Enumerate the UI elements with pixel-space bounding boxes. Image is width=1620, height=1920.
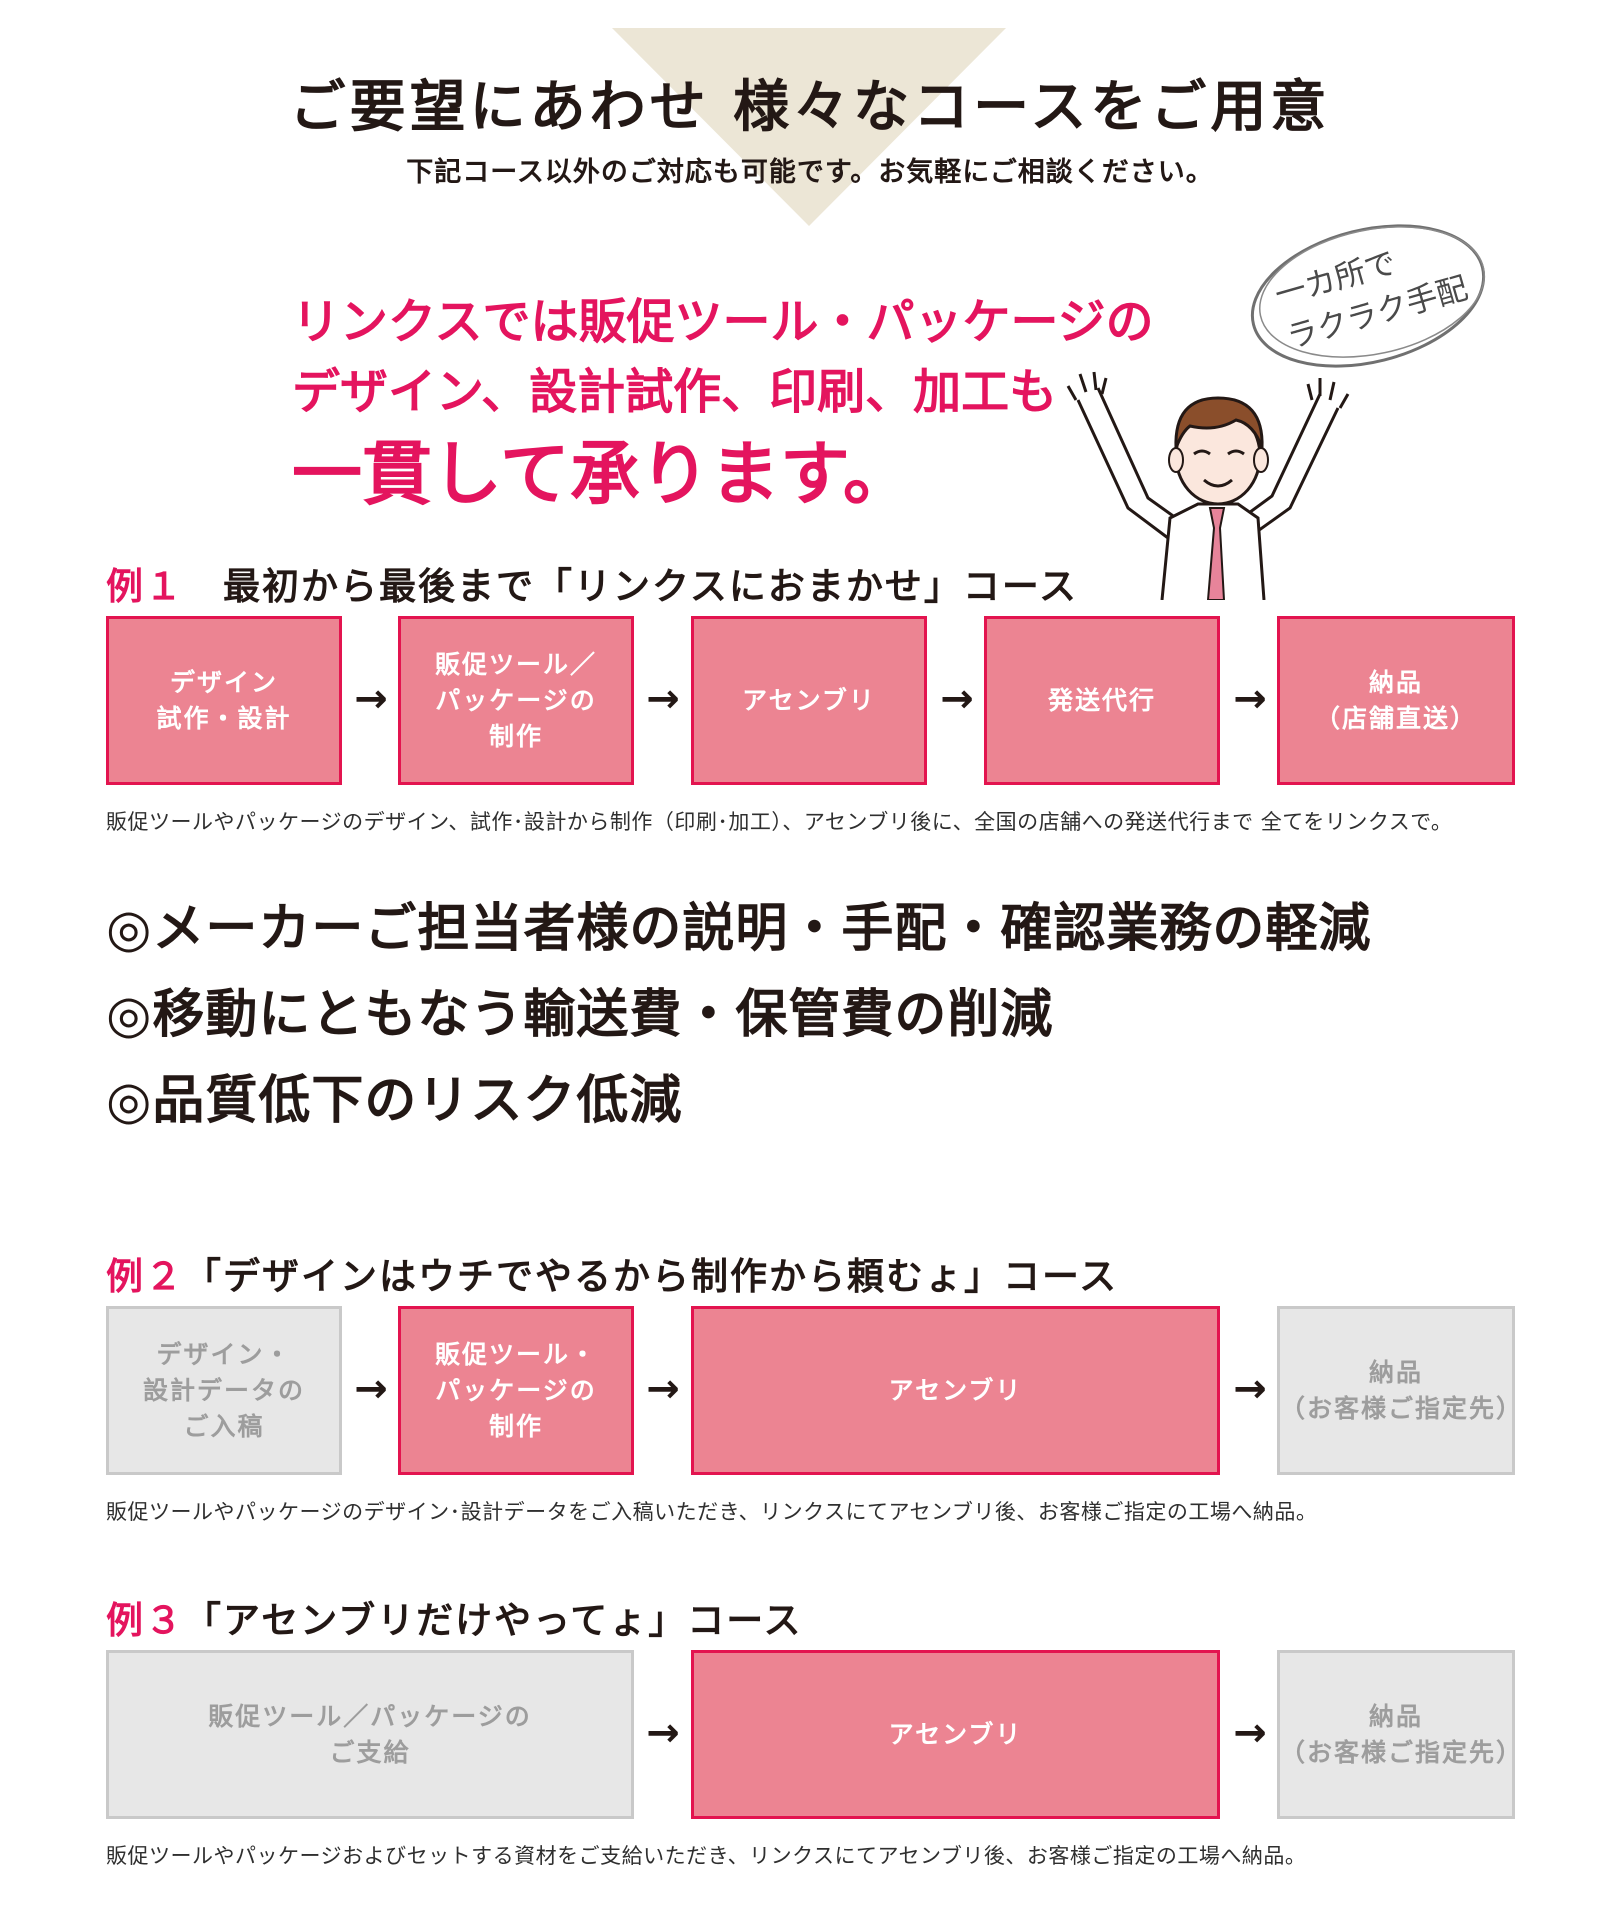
benefit-2: ◎移動にともなう輸送費・保管費の削減 [106, 985, 1054, 1045]
arrow-icon: → [1233, 676, 1267, 722]
example-3-step-1: 販促ツール／パッケージの ご支給 [106, 1650, 634, 1819]
intro-line-2: デザイン、設計試作、印刷、加工も [292, 364, 1058, 420]
page-title: ご要望にあわせ 様々なコースをご用意 [289, 75, 1331, 140]
benefit-1: ◎メーカーご担当者様の説明・手配・確認業務の軽減 [106, 899, 1372, 959]
example-2-number: 例２ [106, 1255, 184, 1298]
example-2-step-1: デザイン・ 設計データの ご入稿 [106, 1306, 342, 1475]
example-2-step-4: 納品 （お客様ご指定先） [1277, 1306, 1521, 1475]
example-1-step-1: デザイン 試作・設計 [106, 616, 342, 785]
example-2-step-3: アセンブリ [691, 1306, 1220, 1475]
example-1-heading: 例１ 最初から最後まで「リンクスにおまかせ」コース [106, 556, 1078, 610]
example-3-step-2: アセンブリ [691, 1650, 1220, 1819]
example-1-step-2: 販促ツール／ パッケージの 制作 [398, 616, 634, 785]
example-3-description: 販促ツールやパッケージおよびセットする資材をご支給いただき、リンクスにてアセンブ… [106, 1844, 1307, 1868]
example-3-title: 「アセンブリだけやってょ」コース [184, 1599, 803, 1642]
page-subtitle: 下記コース以外のご対応も可能です。お気軽にご相談ください。 [406, 157, 1214, 188]
intro-line-3: 一貫して承ります。 [292, 433, 913, 515]
example-1-description: 販促ツールやパッケージのデザイン、試作･設計から制作（印刷･加工）、アセンブリ後… [106, 810, 1453, 834]
example-1-step-4: 発送代行 [984, 616, 1220, 785]
speech-bubble [1250, 224, 1486, 368]
example-3-number: 例３ [106, 1599, 184, 1642]
example-1-step-3: アセンブリ [691, 616, 927, 785]
arrow-icon: → [354, 676, 388, 722]
example-1-number: 例１ [106, 565, 184, 608]
arrow-icon: → [1233, 1710, 1267, 1756]
example-3-heading: 例３「アセンブリだけやってょ」コース [106, 1590, 802, 1644]
arrow-icon: → [354, 1366, 388, 1412]
arrow-icon: → [940, 676, 974, 722]
example-1-step-5: 納品 （店舗直送） [1277, 616, 1515, 785]
example-1-title: 最初から最後まで「リンクスにおまかせ」コース [184, 565, 1079, 608]
example-2-title: 「デザインはウチでやるから制作から頼むょ」コース [184, 1255, 1119, 1298]
intro-line-1: リンクスでは販促ツール・パッケージの [292, 294, 1154, 350]
arrow-icon: → [646, 676, 680, 722]
example-3-step-3: 納品 （お客様ご指定先） [1277, 1650, 1521, 1819]
arrow-icon: → [646, 1710, 680, 1756]
benefit-3: ◎品質低下のリスク低減 [106, 1071, 683, 1131]
example-2-description: 販促ツールやパッケージのデザイン･設計データをご入稿いただき、リンクスにてアセン… [106, 1500, 1318, 1524]
example-2-step-2: 販促ツール・ パッケージの 制作 [398, 1306, 634, 1475]
arrow-icon: → [646, 1366, 680, 1412]
example-2-heading: 例２「デザインはウチでやるから制作から頼むょ」コース [106, 1246, 1118, 1300]
person-illustration [1066, 371, 1350, 600]
arrow-icon: → [1233, 1366, 1267, 1412]
